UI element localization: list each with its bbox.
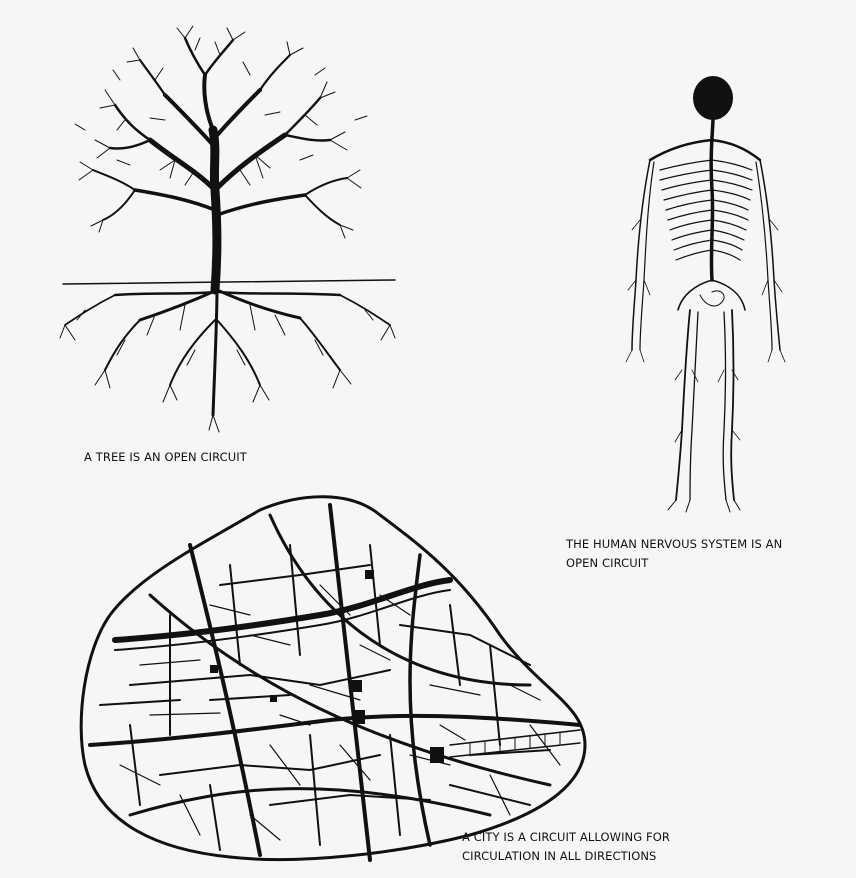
city-boundary: [81, 497, 585, 860]
city-caption-line-2: CIRCULATION IN ALL DIRECTIONS: [462, 847, 752, 866]
main-root: [213, 288, 217, 415]
nervous-system-illustration: [620, 70, 790, 530]
nervous-system-caption: THE HUMAN NERVOUS SYSTEM IS AN OPEN CIRC…: [566, 535, 856, 573]
ground-line: [63, 280, 395, 284]
head: [693, 76, 733, 120]
tree-illustration: [55, 20, 400, 440]
tree-caption: A TREE IS AN OPEN CIRCUIT: [84, 448, 404, 467]
city-map-illustration: [70, 485, 595, 870]
tree-caption-text: A TREE IS AN OPEN CIRCUIT: [84, 450, 247, 464]
city-caption: A CITY IS A CIRCUIT ALLOWING FOR CIRCULA…: [462, 828, 752, 866]
nervous-system-caption-line-1: THE HUMAN NERVOUS SYSTEM IS AN: [566, 535, 856, 554]
city-caption-line-1: A CITY IS A CIRCUIT ALLOWING FOR: [462, 828, 752, 847]
nervous-system-caption-line-2: OPEN CIRCUIT: [566, 554, 856, 573]
